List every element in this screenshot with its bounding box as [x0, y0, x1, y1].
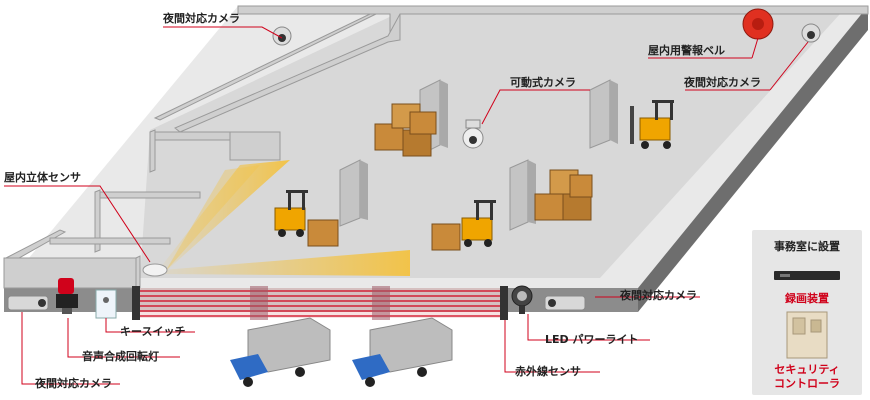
- alarm-bell-icon: [742, 8, 774, 40]
- key-switch-icon: [95, 289, 117, 319]
- crate-stack-1: [374, 103, 437, 157]
- building-walls: [3, 5, 869, 289]
- ptz-camera-icon: [462, 119, 484, 149]
- infrared-sensor-right: [500, 286, 508, 320]
- controller-icon: [786, 311, 828, 359]
- crate-stack-2: [534, 169, 593, 221]
- crate-stack-3: [431, 223, 461, 251]
- office-recorder-label: 録画装置: [785, 292, 829, 305]
- office-title: 事務室に設置: [774, 240, 840, 253]
- office-controller-line1: セキュリティ: [774, 363, 840, 376]
- stereo-sensor-icon: [142, 263, 168, 277]
- crates: [307, 103, 593, 251]
- label-voice-beacon: 音声合成回転灯: [82, 350, 159, 363]
- crate-stack-4: [307, 219, 339, 247]
- label-night-camera-top: 夜間対応カメラ: [163, 12, 240, 25]
- pillars: [339, 79, 618, 231]
- infrared-beams: [132, 286, 508, 320]
- label-key-switch: キースイッチ: [120, 325, 186, 338]
- office-controller-label: セキュリティ コントローラ: [752, 363, 862, 391]
- truck-1: [230, 317, 331, 387]
- label-stereo-sensor: 屋内立体センサ: [4, 171, 81, 184]
- forklift-3: [274, 190, 308, 237]
- office-panel: 事務室に設置 録画装置 セキュリティ コントローラ: [752, 230, 862, 395]
- sensor-beams: [160, 160, 410, 276]
- recorder-icon: [774, 271, 840, 280]
- led-light-icon: [511, 285, 533, 314]
- label-led-light: LED パワーライト: [545, 333, 639, 346]
- night-camera-bottom-icon: [7, 295, 49, 311]
- night-camera-top-icon: [272, 26, 292, 46]
- label-night-camera-bottom: 夜間対応カメラ: [35, 377, 112, 390]
- truck-2: [352, 317, 453, 387]
- night-camera-right-icon: [801, 23, 821, 43]
- label-night-camera-gate: 夜間対応カメラ: [620, 289, 697, 302]
- forklift-1: [630, 100, 674, 149]
- leader-lines: [4, 26, 809, 385]
- forklift-2: [461, 200, 496, 247]
- infrared-sensor-left: [132, 286, 140, 320]
- night-camera-gate-icon: [544, 295, 586, 311]
- office-controller-line2: コントローラ: [774, 377, 840, 390]
- label-night-camera-right: 夜間対応カメラ: [684, 76, 761, 89]
- voice-beacon-icon: [56, 278, 78, 314]
- label-alarm-bell: 屋内用警報ベル: [648, 44, 725, 57]
- label-ptz-camera: 可動式カメラ: [510, 76, 576, 89]
- label-infrared-sensor: 赤外線センサ: [515, 365, 581, 378]
